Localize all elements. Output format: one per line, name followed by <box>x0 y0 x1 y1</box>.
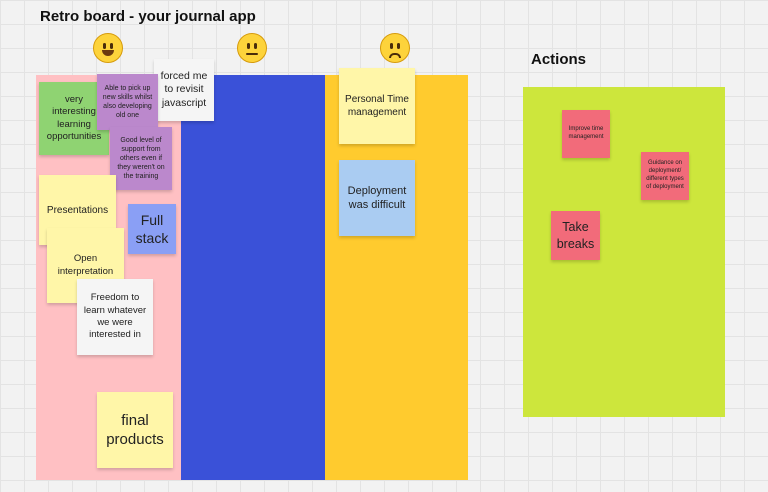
sticky-note-freedom[interactable]: Freedom to learn whatever we were intere… <box>77 279 153 355</box>
actions-title: Actions <box>531 51 587 68</box>
sticky-note-deployment[interactable]: Deployment was difficult <box>339 160 415 236</box>
board-title: Retro board - your journal app <box>40 8 256 25</box>
sticky-note-good-support[interactable]: Good level of support from others even i… <box>110 127 172 190</box>
sticky-note-guidance[interactable]: Guidance on deployment/ different types … <box>641 152 689 200</box>
sticky-note-forced-revisit[interactable]: forced me to revisit javascript <box>154 59 214 121</box>
smiling-face-icon <box>93 33 123 63</box>
sticky-note-personal-time[interactable]: Personal Time management <box>339 68 415 144</box>
sticky-note-final-products[interactable]: final products <box>97 392 173 468</box>
neutral-face-icon <box>237 33 267 63</box>
neutral-column <box>181 75 325 480</box>
sticky-note-full-stack[interactable]: Full stack <box>128 204 176 254</box>
sticky-note-pick-up-skills[interactable]: Able to pick up new skills whilst also d… <box>97 74 158 130</box>
sticky-note-take-breaks[interactable]: Take breaks <box>551 211 600 260</box>
sticky-note-improve-time[interactable]: Improve time management <box>562 110 610 158</box>
frowning-face-icon <box>380 33 410 63</box>
